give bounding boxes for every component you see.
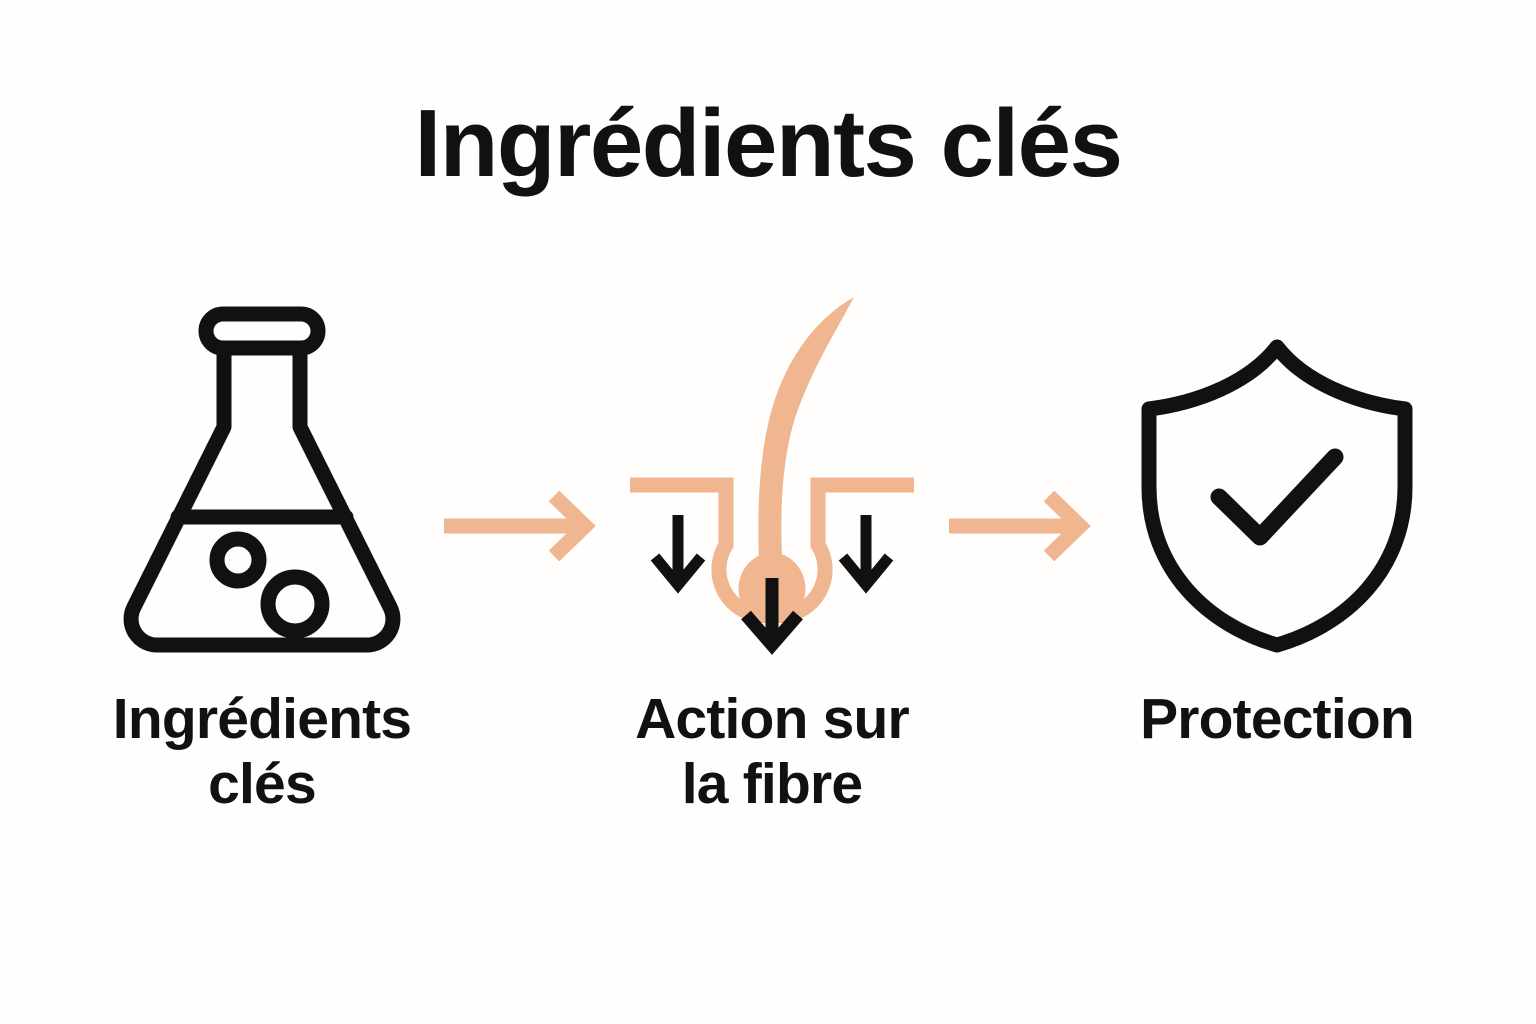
steps-row: Ingrédients clés xyxy=(0,285,1536,905)
step-ingredients-icon-box xyxy=(112,285,412,655)
flask-bubble-small-icon xyxy=(209,531,267,589)
hair-shaft-icon xyxy=(758,297,854,585)
step-fiber-action-label-line1: Action sur xyxy=(635,687,910,751)
step-protection-label: Protection xyxy=(1087,687,1467,752)
hair-follicle-icon xyxy=(630,297,914,655)
arrow-right-icon xyxy=(444,490,596,562)
step-protection: Protection xyxy=(1102,285,1452,752)
page-title: Ingrédients clés xyxy=(414,90,1123,197)
step-ingredients-label: Ingrédients clés xyxy=(82,687,442,817)
connector-2-box xyxy=(937,341,1102,711)
step-ingredients-label-line2: clés xyxy=(208,751,317,816)
step-ingredients-label-line1: Ingrédients xyxy=(112,687,412,751)
step-fiber-action-icon-box xyxy=(622,285,922,655)
shield-check-icon xyxy=(1141,339,1413,653)
shield-outline-icon xyxy=(1141,339,1413,653)
arrow-down-icon-right xyxy=(838,515,894,594)
step-fiber-action: Action sur la fibre xyxy=(607,285,937,817)
connector-1-box xyxy=(432,341,607,711)
arrow-right-icon xyxy=(949,490,1091,562)
step-protection-icon-box xyxy=(1127,285,1427,655)
step-fiber-action-label: Action sur la fibre xyxy=(607,687,937,817)
arrow-down-icon-center xyxy=(741,578,803,655)
step-ingredients: Ingrédients clés xyxy=(92,285,432,817)
arrow-down-icon-left xyxy=(650,515,706,594)
flask-icon xyxy=(123,306,401,653)
step-protection-label-line1: Protection xyxy=(1140,687,1415,751)
step-fiber-action-label-line2: la fibre xyxy=(681,751,863,816)
check-icon xyxy=(1210,448,1344,546)
flask-bubble-large-icon xyxy=(260,569,330,639)
